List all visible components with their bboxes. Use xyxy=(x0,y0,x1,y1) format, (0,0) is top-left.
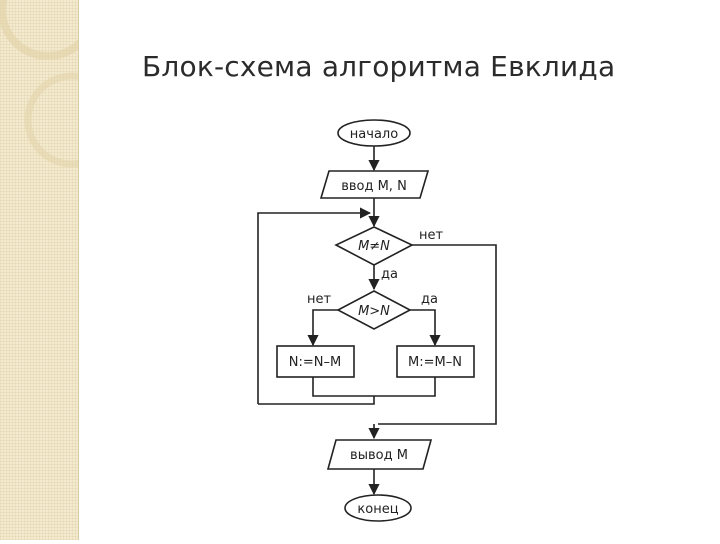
start-label: начало xyxy=(350,127,398,142)
cond2-yes-branch-line xyxy=(410,309,441,347)
output-parallelogram xyxy=(326,439,433,470)
input-label: ввод M, N xyxy=(341,179,407,194)
condition1-diamond xyxy=(334,226,414,266)
assign-left-label: N:=N–M xyxy=(289,355,341,370)
input-parallelogram xyxy=(319,170,430,199)
condition1-yes-label: да xyxy=(381,267,398,282)
cond1-no-branch-line xyxy=(378,244,497,425)
condition2-label: M>N xyxy=(358,304,390,319)
end-label: конец xyxy=(357,502,398,517)
loop-back-line xyxy=(257,207,372,404)
output-label: вывод M xyxy=(350,448,408,463)
condition2-diamond xyxy=(336,290,412,330)
sidebar-divider xyxy=(78,0,79,540)
slide-title: Блок-схема алгоритма Евклида xyxy=(142,50,616,83)
condition1-no-label: нет xyxy=(419,228,443,243)
merge-to-loop-line xyxy=(258,396,375,405)
decorative-sidebar xyxy=(0,0,120,540)
condition1-label: M≠N xyxy=(358,239,390,254)
condition2-no-label: нет xyxy=(307,292,331,307)
cond2-no-branch-line xyxy=(307,309,338,347)
condition2-yes-label: да xyxy=(421,292,438,307)
assign-merge-line xyxy=(312,377,436,397)
end-terminator xyxy=(344,494,412,522)
assign-left-box xyxy=(276,345,355,378)
assign-right-label: M:=M–N xyxy=(408,355,462,370)
start-terminator xyxy=(337,119,411,147)
assign-right-box xyxy=(396,345,475,378)
